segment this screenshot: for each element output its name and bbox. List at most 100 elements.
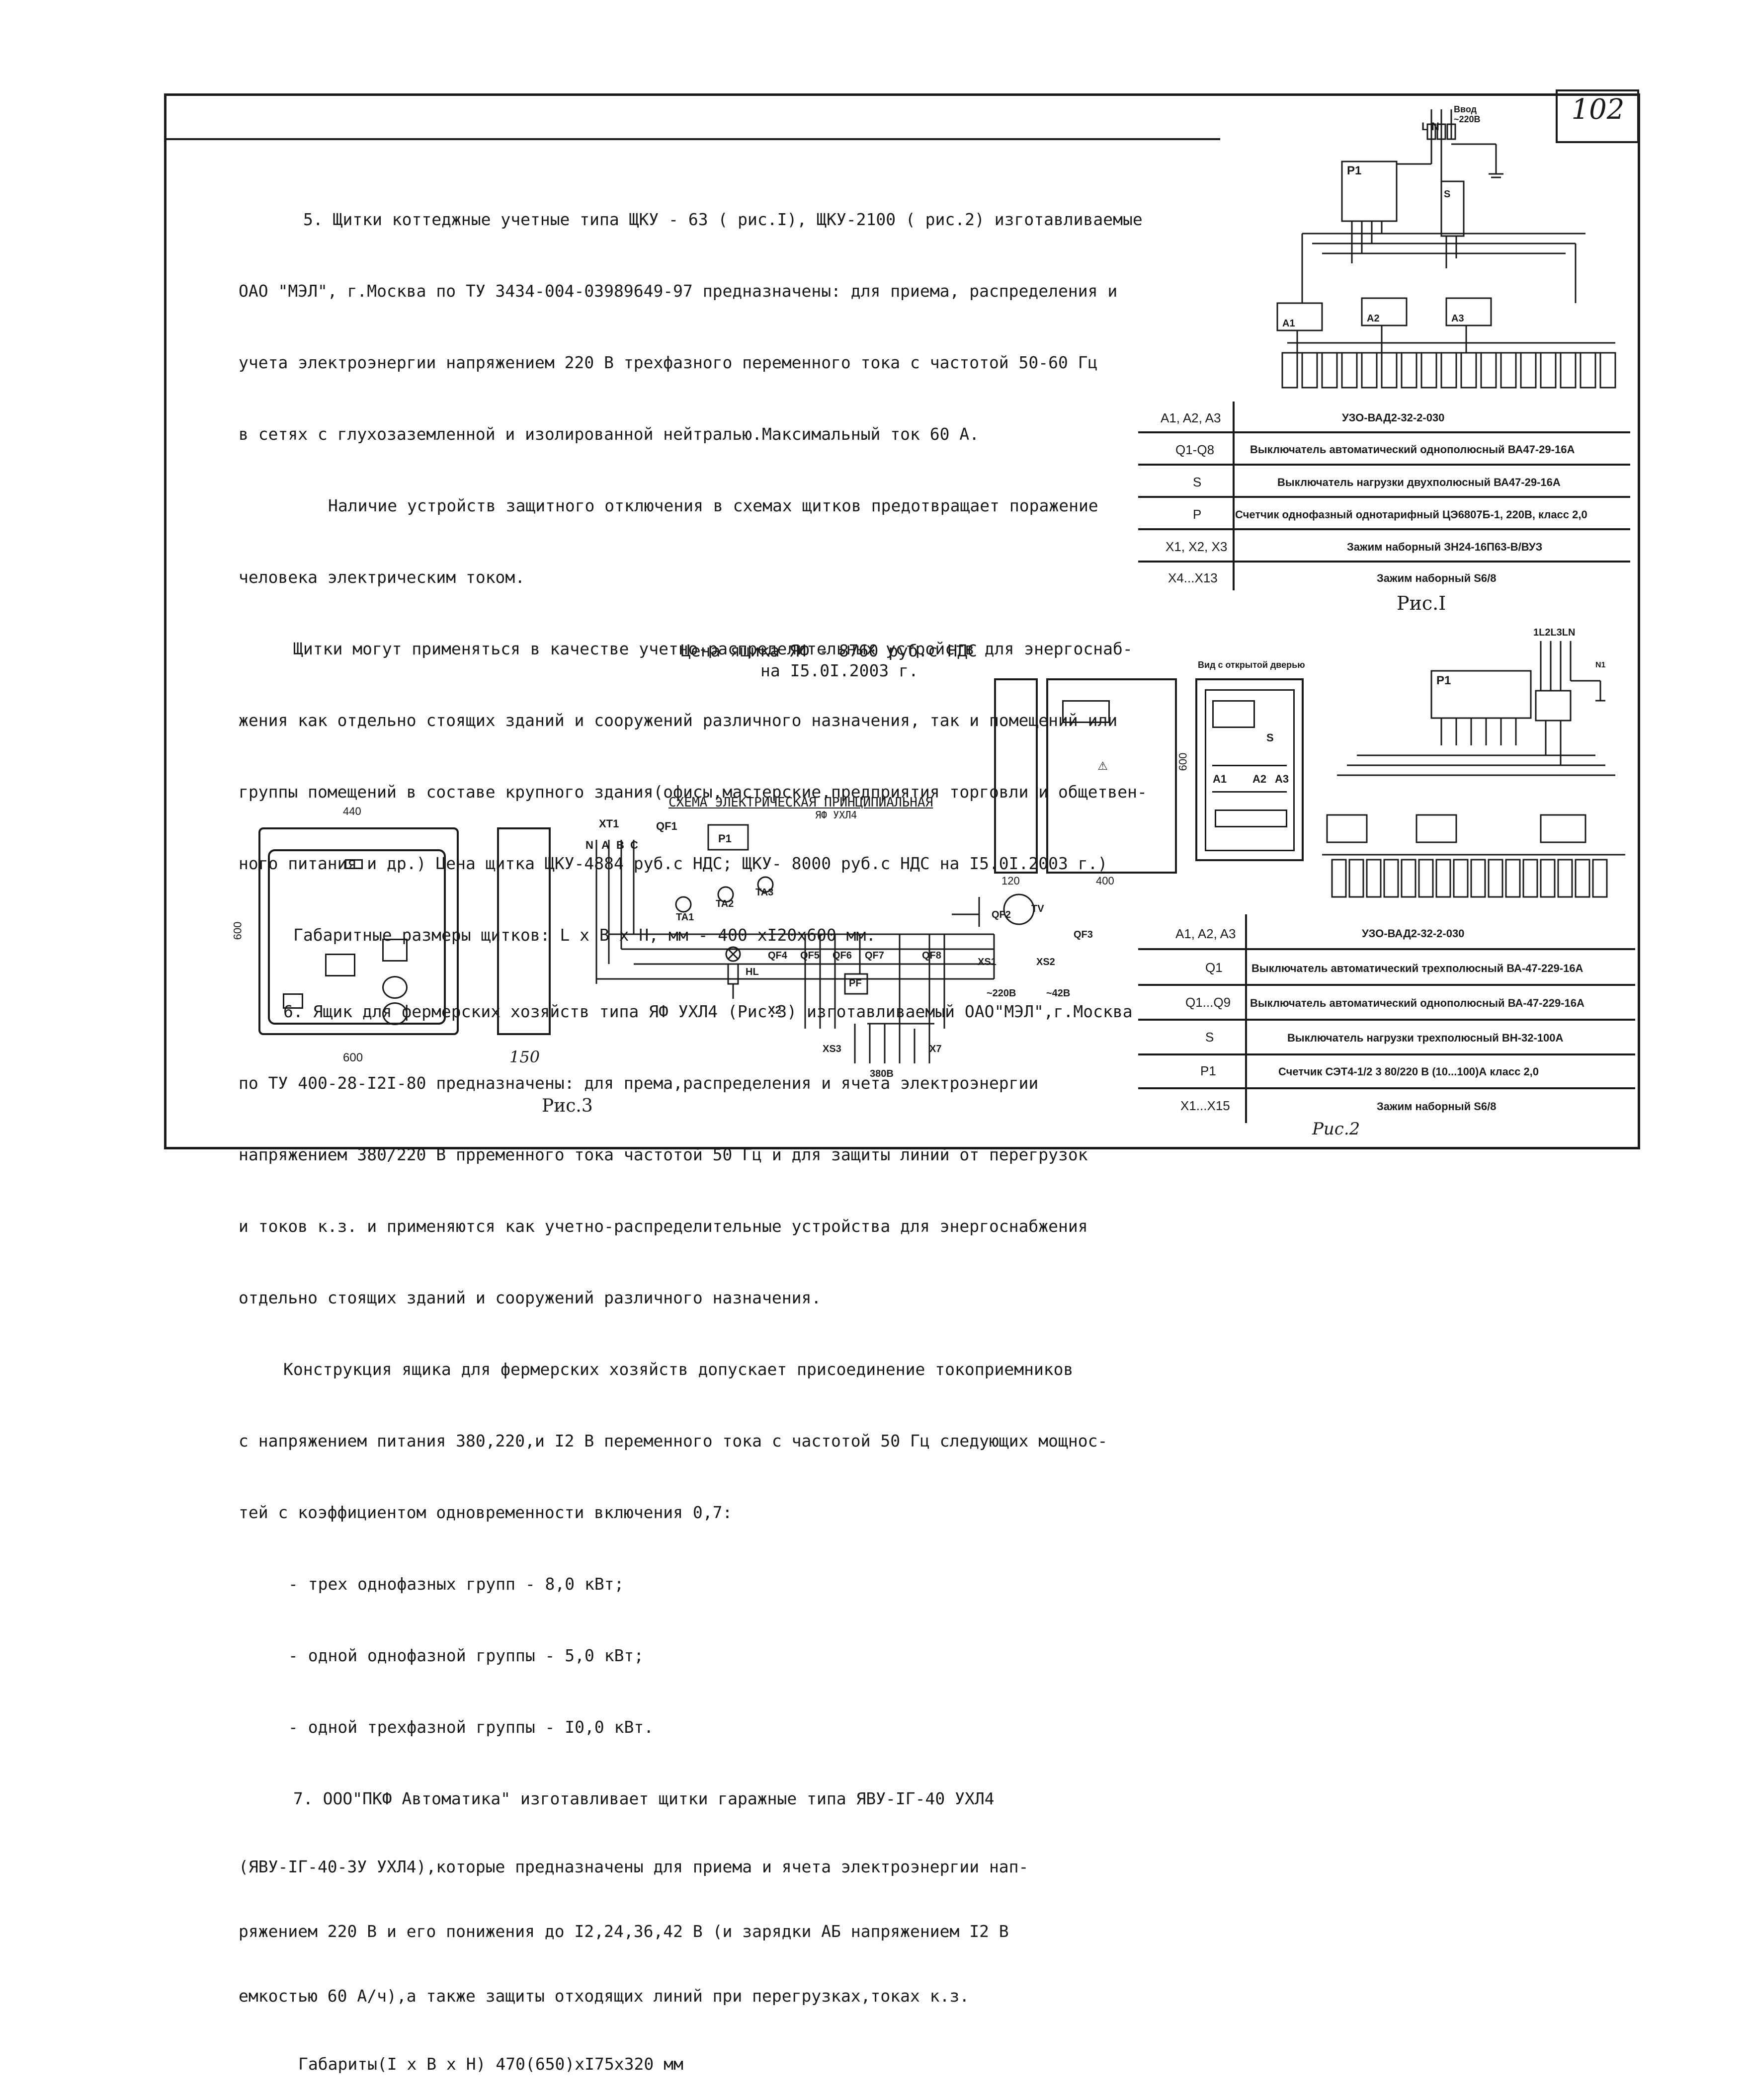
fig3-dim-top: 440 (343, 805, 361, 817)
fig1-s-label: S (1444, 189, 1451, 200)
fig1-ref: Q1-Q8 (1175, 442, 1215, 457)
fig1-desc: Выключатель автоматический однополюсный … (1250, 443, 1575, 456)
price-note-line1: Цена ящика ЯФ - 8760 руб.с НДС (681, 641, 978, 660)
fig2-dim-depth: 120 (1001, 875, 1020, 887)
fig3-qf6-label: QF6 (833, 950, 852, 961)
fig3-ta2-label: TA2 (716, 898, 734, 909)
paragraph-line: Габариты(I x B x H) 470(650)xI75x320 мм (298, 2054, 683, 2074)
paragraph-line: жения как отдельно стоящих зданий и соор… (239, 711, 1118, 730)
fig2-desc: Зажим наборный S6/8 (1377, 1100, 1497, 1113)
fig2-ref: A1, A2, A3 (1175, 926, 1236, 941)
fig3-qf1-label: QF1 (656, 820, 677, 832)
fig3-ta3-label: TA3 (755, 887, 774, 898)
fig3-xt1-label: XT1 (599, 817, 619, 830)
fig2-s-label: S (1266, 731, 1274, 744)
fig1-a2-label: A2 (1367, 313, 1380, 324)
fig3-220-label: ~220В (987, 988, 1016, 999)
fig2-ref: S (1205, 1030, 1214, 1045)
fig2-ref: P1 (1200, 1063, 1216, 1078)
fig3-p1-label: P1 (718, 832, 732, 845)
fig3-ta1-label: TA1 (676, 912, 694, 923)
fig2-p1-label: P1 (1436, 674, 1451, 687)
fig2-side-view (994, 678, 1038, 874)
fig2-front-view-label: Вид с открытой дверью (1198, 660, 1305, 670)
fig2-n1-label: N1 (1595, 661, 1606, 669)
paragraph-line: человека электрическим током. (239, 567, 525, 587)
paragraph-line: - одной трехфазной группы - I0,0 кВт. (288, 1717, 654, 1737)
fig3-dim-side: 600 (231, 921, 244, 940)
paragraph-line: группы помещений в составе крупного здан… (239, 782, 1147, 802)
paragraph-line: ряжением 220 В и его понижения до I2,24,… (239, 1922, 1009, 1941)
fig1-desc: Выключатель нагрузки двухполюсный ВА47-2… (1277, 476, 1561, 488)
fig3-x2-label: X2 (768, 1004, 781, 1016)
paragraph-line: тей с коэффициентом одновременности вклю… (239, 1503, 733, 1522)
fig3-x7-label: X7 (929, 1044, 942, 1054)
fig2-desc: Выключатель автоматический однополюсный … (1250, 997, 1584, 1009)
fig2-dim-height: 600 (1176, 752, 1189, 771)
fig1-ref: S (1193, 475, 1202, 489)
fig3-schematic (595, 824, 1035, 1063)
paragraph-line: (ЯВУ-IГ-40-3У УХЛ4),которые предназначен… (239, 1857, 1029, 1876)
paragraph-line: - одной однофазной группы - 5,0 кВт; (288, 1646, 644, 1665)
fig3-tv-label: TV (1031, 903, 1044, 914)
fig2-ref: X1...X15 (1180, 1098, 1230, 1113)
fig3-xs1-label: XS1 (978, 957, 997, 968)
fig1-n-label: N (1431, 120, 1439, 133)
paragraph-line: 5. Щитки коттеджные учетные типа ЩКУ - 6… (303, 210, 1143, 229)
fig3-xs2-label: XS2 (1036, 957, 1055, 968)
paragraph-line: ОАО "МЭЛ", г.Москва по ТУ 3434-004-03989… (239, 281, 1118, 301)
fig2-desc: Выключатель нагрузки трехполюсный ВН-32-… (1287, 1032, 1564, 1044)
paragraph-line: Габаритные размеры щитков: L x B x H, мм… (293, 925, 876, 945)
fig3-c-label: C (630, 839, 638, 851)
paragraph-line: напряжением 380/220 В прременного тока ч… (239, 1145, 1088, 1164)
fig3-dim-bottom: 600 (343, 1051, 363, 1064)
paragraph-line: Щитки могут применяться в качестве учетн… (293, 639, 1133, 658)
fig1-desc: Зажим наборный S6/8 (1377, 572, 1497, 584)
fig1-ref: P (1193, 507, 1202, 522)
header-rule (167, 138, 1220, 140)
fig2-front-open (1195, 678, 1304, 861)
fig2-schematic (1322, 641, 1625, 898)
fig3-pf-label: PF (849, 978, 862, 989)
fig3-side-view (497, 827, 551, 1035)
paragraph-line: с напряжением питания 380,220,и I2 В пер… (239, 1431, 1108, 1451)
fig2-ref: Q1 (1205, 960, 1223, 975)
page-number: 102 (1571, 93, 1625, 126)
fig3-qf7-label: QF7 (865, 950, 884, 961)
fig1-a3-label: A3 (1451, 313, 1464, 324)
fig3-a-label: A (601, 839, 609, 851)
paragraph-line: и токов к.з. и применяются как учетно-ра… (239, 1216, 1088, 1236)
paragraph-line: учета электроэнергии напряжением 220 В т… (239, 353, 1098, 372)
fig3-xs3-label: XS3 (823, 1044, 841, 1054)
fig1-desc: Зажим наборный ЗН24-16П63-В/ВУЗ (1347, 541, 1543, 553)
paragraph-line: по ТУ 400-28-I2I-80 предназначены: для п… (239, 1073, 1039, 1093)
price-note-line2: на I5.0I.2003 г. (760, 661, 918, 680)
paragraph-line: емкостью 60 А/ч),а также защиты отходящи… (239, 1986, 970, 2006)
fig3-b-label: B (616, 839, 624, 851)
fig2-dim-width: 400 (1096, 875, 1114, 887)
paragraph-line: 6. Ящик для фермерских хозяйств типа ЯФ … (283, 1002, 1133, 1021)
fig3-qf3-label: QF3 (1074, 929, 1093, 940)
paragraph-line: ного питания и др.) Цена щитка ЩКУ-4884 … (239, 854, 1108, 873)
fig3-schema-title: СХЕМА ЭЛЕКТРИЧЕСКАЯ ПРИНЦИПИАЛЬНАЯ (668, 795, 933, 810)
fig2-desc: Выключатель автоматический трехполюсный … (1251, 962, 1583, 974)
fig2-spec-table: A1, A2, A3 УЗО-ВАД2-32-2-030 Q1 Выключат… (1138, 914, 1635, 1123)
fig1-caption: Рис.I (1397, 592, 1446, 614)
fig1-l-label: L (1421, 120, 1428, 133)
fig1-spec-table: A1, A2, A3 УЗО-ВАД2-32-2-030 Q1-Q8 Выклю… (1138, 402, 1630, 590)
warning-icon: ⚠ (1098, 755, 1108, 774)
fig3-qf5-label: QF5 (800, 950, 820, 961)
paragraph-line: Конструкция ящика для фермерских хозяйст… (283, 1360, 1074, 1379)
fig1-ref: A1, A2, A3 (1161, 410, 1221, 425)
fig1-a1-label: A1 (1282, 318, 1295, 329)
body-text: 5. Щитки коттеджные учетные типа ЩКУ - 6… (239, 160, 1168, 2100)
paragraph-line: 7. ООО"ПКФ Автоматика" изготавливает щит… (293, 1789, 995, 1808)
fig3-380-label: 380В (870, 1068, 894, 1079)
fig2-input-label: 1L2L3LN (1533, 627, 1576, 638)
paragraph-line: отдельно стоящих зданий и сооружений раз… (239, 1288, 822, 1307)
fig2-desc: Счетчик СЭТ4-1/2 3 80/220 В (10...100)А … (1278, 1065, 1539, 1078)
fig3-schema-subtitle: ЯФ УХЛ4 (815, 809, 857, 821)
fig3-qf4-label: QF4 (768, 950, 787, 961)
fig3-qf2-label: QF2 (992, 909, 1011, 920)
fig1-schematic (1276, 109, 1616, 389)
